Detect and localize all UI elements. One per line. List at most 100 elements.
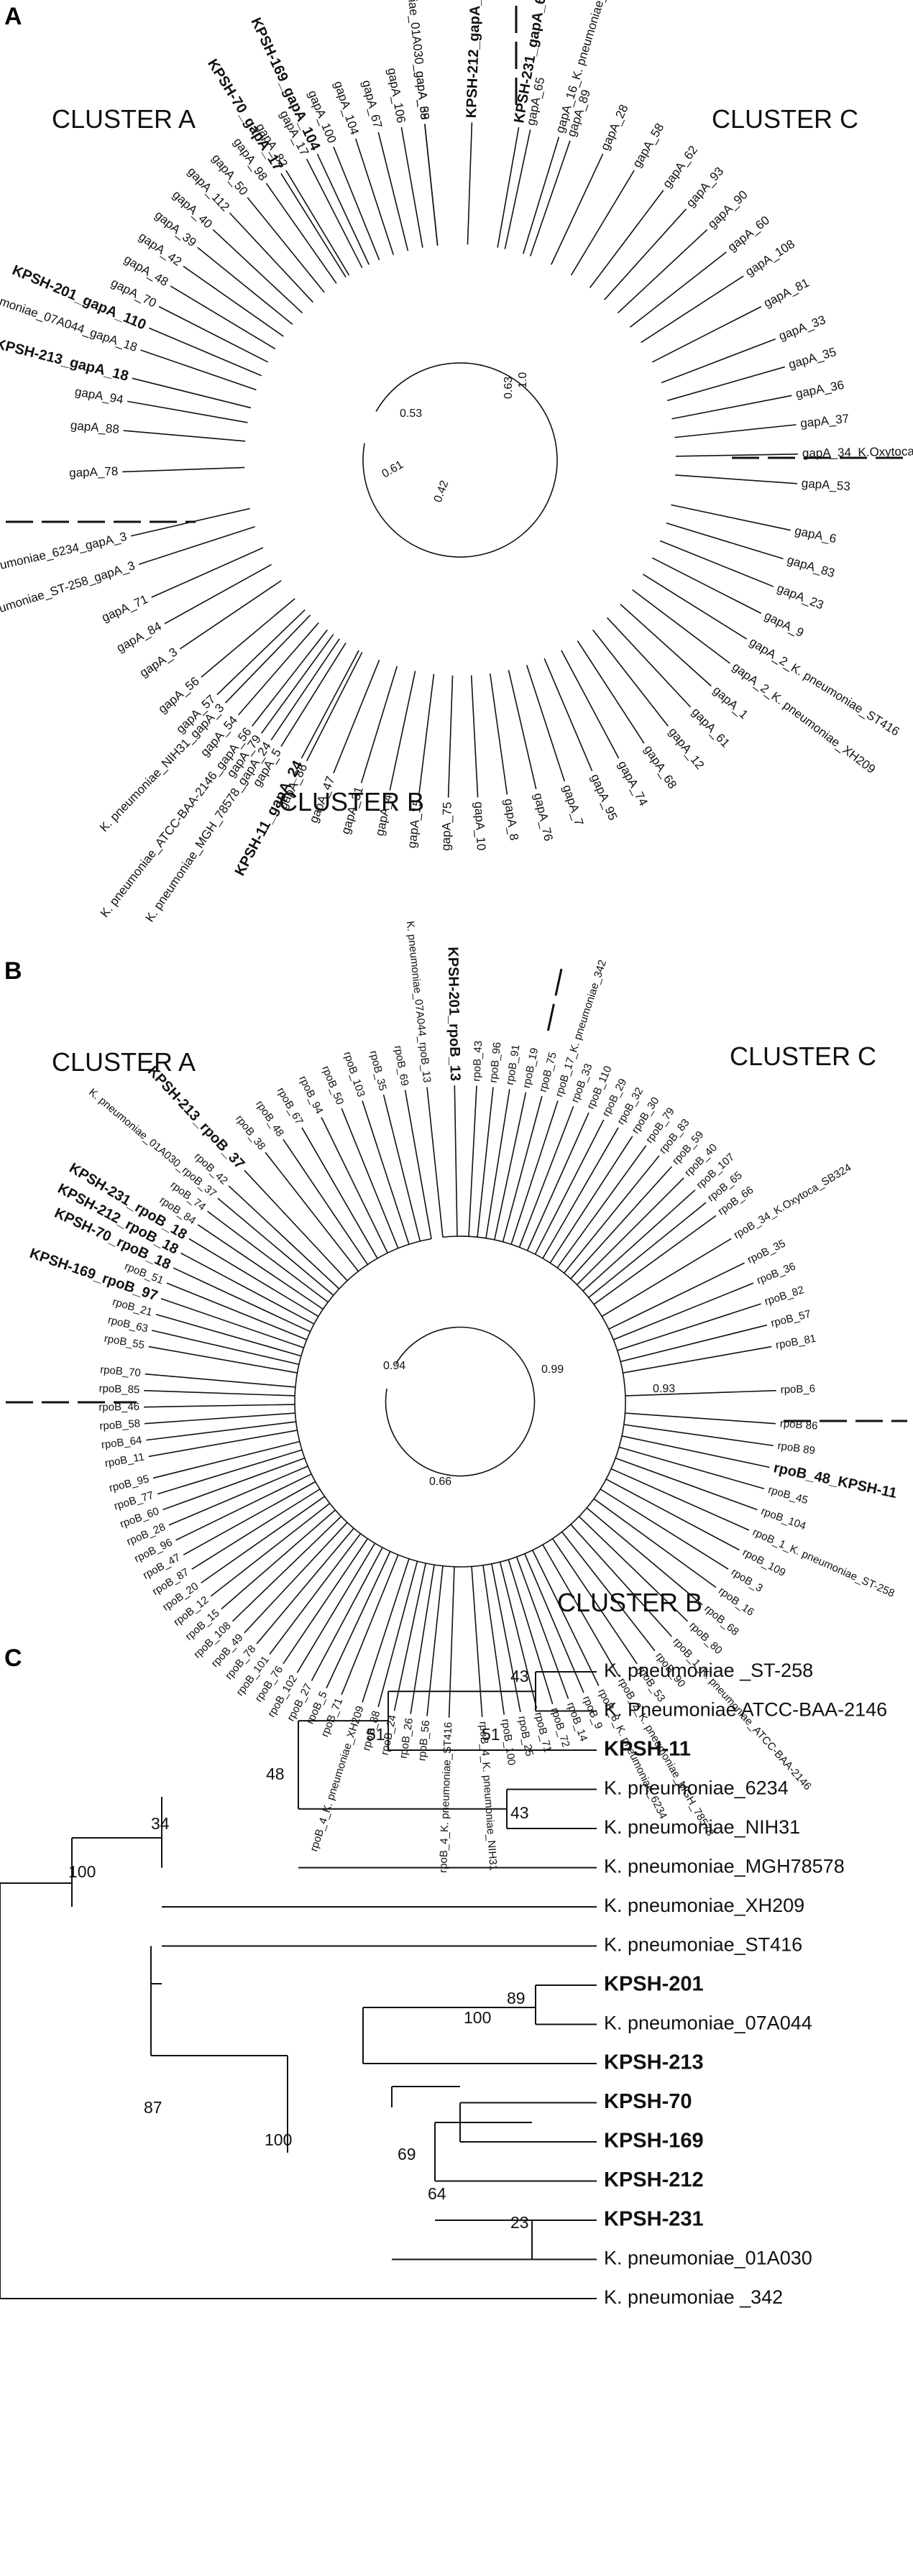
tip-branch [228,1185,340,1289]
tip-branch [651,557,762,615]
panel-b-support-1: 0.94 [383,1360,405,1372]
tip-branch [524,1553,584,1693]
tip-branch [175,1473,312,1541]
tip-branch [489,673,508,795]
tip-branch [592,629,669,727]
tip-branch [468,1085,477,1237]
tip-branch [551,153,604,265]
tip-label: gapA_75 [439,801,454,851]
tip-branch [148,1346,298,1374]
bootstrap-value: 64 [428,2184,446,2203]
tip-label: KPSH-11 [604,1738,691,1761]
tip-branch [377,1560,418,1708]
tip-branch [482,1565,505,1715]
tip-label: K. pneumoniae _ST-258 [604,1660,813,1681]
tip-branch [671,395,792,420]
tip-label: rpoB_46 [98,1401,139,1414]
bootstrap-value: 89 [507,1989,526,2007]
tip-branch [508,670,537,790]
tip-branch [608,1262,745,1330]
tip-label: gapA_61 [689,705,732,750]
tip-branch [311,1547,383,1681]
tip-branch [588,1202,707,1298]
tip-label: gapA_28 [598,102,631,152]
tip-branch [667,366,786,402]
tip-branch [300,650,359,759]
panel-b-cluster-b: CLUSTER B [557,1588,702,1617]
tip-branch [497,127,520,248]
tip-label: KPSH-212_gapA_69 [464,0,485,119]
tip-branch [261,634,334,734]
tip-label: rpoB_82 [763,1284,805,1308]
tip-branch [316,153,370,265]
bootstrap-value: 100 [265,2130,292,2149]
tip-branch [494,1092,527,1241]
tip-branch [534,1119,605,1255]
tip-branch [632,589,730,664]
tip-label: rpoB_58 [99,1417,141,1432]
tip-branch [212,229,303,313]
tip-label: gapA_106 [385,67,408,124]
tip-branch [151,547,264,598]
panel-a-tree: CLUSTER A CLUSTER B CLUSTER C 0.53 0.63 … [0,0,913,924]
tip-label: gapA_95 [588,772,620,822]
tip-branch [224,615,311,704]
tip-branch [570,170,635,276]
tip-branch [164,564,272,625]
tip-branch [170,285,276,350]
tip-branch [301,1127,378,1259]
bootstrap-value: 51 [482,1725,500,1744]
tip-branch [467,122,473,245]
tip-label: gapA_108 [743,237,797,279]
tip-branch [280,172,347,278]
tip-branch [247,197,325,293]
tip-branch [504,129,531,249]
tip-branch [526,1112,589,1251]
tip-label: rpoB_81 [775,1333,817,1352]
tip-branch [362,1558,410,1703]
tip-branch [152,1440,300,1479]
tip-label: gapA_35 [787,345,838,372]
tip-label: KPSH-212 [604,2168,704,2191]
tip-branch [393,1563,426,1711]
tip-label: rpoB_96 [487,1041,504,1083]
tip-branch [526,665,565,782]
tip-label: gapA_7 [560,783,586,827]
tip-label: K. pneumoniae_NIH31_gapA_3 [97,701,226,834]
tip-branch [400,127,423,248]
tip-label: K. pneumoniae _342 [604,2286,783,2308]
bootstrap-value: 100 [68,1862,96,1881]
tip-label: gapA_94 [74,385,124,407]
tip-label: gapA_68 [641,742,679,791]
tip-label: rpoB_64 [101,1434,142,1451]
tip-branch [144,1389,295,1397]
tip-branch [158,305,269,363]
tip-branch [561,1531,656,1652]
tip-branch [180,1252,315,1325]
tip-label: gapA_83 [786,553,837,580]
tip-label: K. pneumoniae_07A044 [604,2012,812,2034]
tip-label: rpoB_55 [104,1333,146,1352]
tip-label: gapA_81 [761,276,811,310]
inner-arc [294,1236,626,1568]
tip-branch [617,1303,761,1351]
panel-a-support-2: 0.63 [503,377,515,399]
tip-label: gapA_53 [801,477,850,494]
tip-branch [578,1516,689,1622]
tip-branch [265,183,337,284]
tip-label: rpoB 86 [779,1417,818,1432]
tip-branch [166,1282,308,1340]
tip-branch [629,252,727,328]
tip-branch [551,1538,638,1665]
tip-branch [188,1238,319,1317]
tip-branch [577,640,645,744]
tip-branch [144,1404,295,1408]
tip-branch [586,1507,703,1606]
tip-branch [123,430,246,442]
tip-label: gapA_62 [660,143,700,190]
tip-branch [522,137,560,254]
tip-branch [674,424,797,438]
tip-branch [179,580,282,650]
tip-label: gapA_84 [114,620,164,656]
panel-b-cluster-c: CLUSTER C [730,1041,876,1071]
